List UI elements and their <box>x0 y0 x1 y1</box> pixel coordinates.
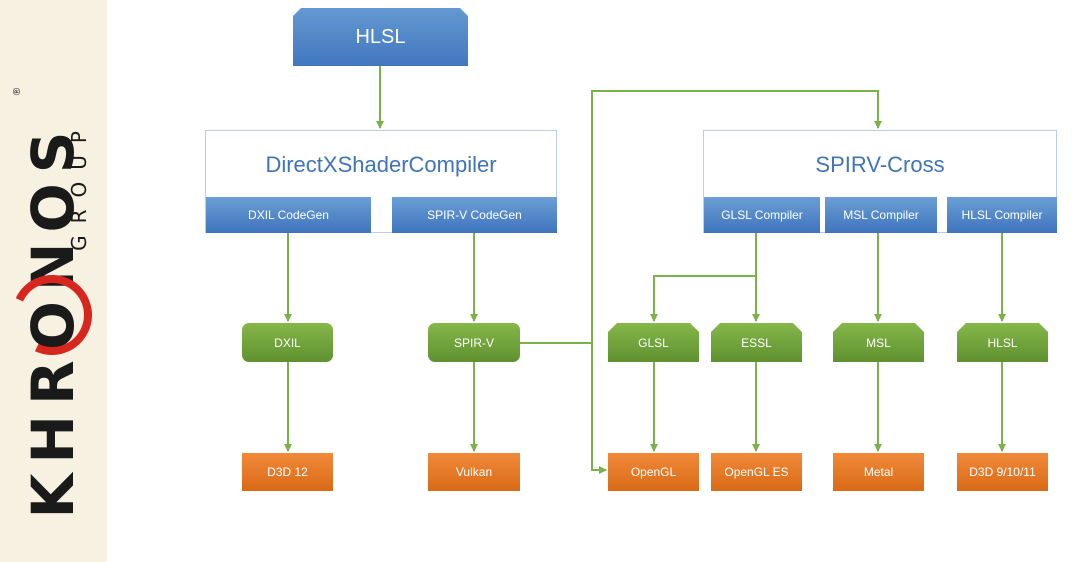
khronos-sidebar: KHRONOS GROUP ® <box>0 0 107 562</box>
vulkan-node: Vulkan <box>428 453 520 491</box>
dxil-codegen: DXIL CodeGen <box>206 197 371 233</box>
d3d91011-node: D3D 9/10/11 <box>957 453 1048 491</box>
hlsl-output-node: HLSL <box>957 323 1048 362</box>
spirv-cross-box: SPIRV-Cross GLSL Compiler MSL Compiler H… <box>703 130 1057 233</box>
hlsl-compiler: HLSL Compiler <box>947 197 1057 233</box>
spirv-cross-title: SPIRV-Cross <box>815 152 945 177</box>
hlsl-source-node: HLSL <box>293 8 468 66</box>
spirv-codegen: SPIR-V CodeGen <box>392 197 557 233</box>
spirv-node: SPIR-V <box>428 323 520 362</box>
glsl-node: GLSL <box>608 323 699 362</box>
essl-node: ESSL <box>711 323 802 362</box>
glsl-compiler: GLSL Compiler <box>704 197 820 233</box>
edge-spirv-opengl <box>591 343 607 474</box>
dxc-box: DirectXShaderCompiler DXIL CodeGen SPIR-… <box>205 130 557 233</box>
opengles-node: OpenGL ES <box>711 453 802 491</box>
edge-glslcomp-glsl <box>650 275 756 322</box>
dxil-node: DXIL <box>242 323 333 362</box>
d3d12-node: D3D 12 <box>242 453 333 491</box>
msl-node: MSL <box>833 323 924 362</box>
opengl-node: OpenGL <box>608 453 699 491</box>
msl-compiler: MSL Compiler <box>825 197 937 233</box>
hlsl-source-label: HLSL <box>355 25 406 48</box>
metal-node: Metal <box>833 453 924 491</box>
edge-spirv-spirvcross <box>591 90 882 343</box>
dxc-title: DirectXShaderCompiler <box>265 152 497 177</box>
